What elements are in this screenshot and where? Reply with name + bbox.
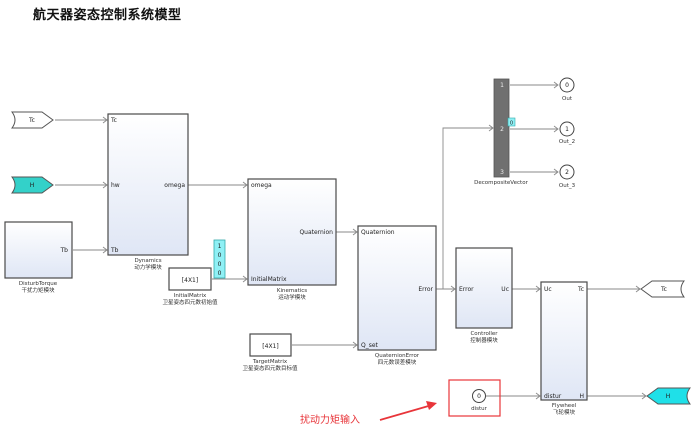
scalar-display: 0: [507, 117, 516, 127]
initial-matrix-caption: InitialMatrix: [174, 293, 207, 299]
page-title: 航天器姿态控制系统模型: [33, 8, 182, 23]
target-matrix-block[interactable]: [4X1]: [249, 333, 292, 357]
kinematics-caption: Kinematics: [277, 288, 307, 294]
dynamics-port-tc: Tc: [110, 117, 117, 124]
display-value: 0: [218, 252, 222, 259]
qerror-port-quaternion: Quaternion: [361, 229, 395, 236]
arrowhead: [635, 285, 641, 293]
kinematics-port-initialmatrix: InitialMatrix: [251, 276, 287, 283]
goto-h-label: H: [666, 393, 671, 400]
controller-port-error: Error: [459, 286, 474, 293]
outport-name: Out: [562, 96, 573, 102]
arrowhead: [553, 125, 559, 133]
flywheel-caption: Flywheel: [552, 403, 577, 409]
arrowhead: [352, 228, 358, 236]
kinematics-port-omega: omega: [251, 182, 272, 189]
arrowhead: [242, 181, 248, 189]
arrowhead: [553, 81, 559, 89]
arrowhead: [242, 275, 248, 283]
flywheel-port-distur: distur: [544, 393, 562, 400]
flywheel-caption-cn: 飞轮模块: [553, 408, 576, 416]
distur-inport[interactable]: 0: [472, 389, 486, 403]
controller-caption-cn: 控制器模块: [470, 336, 498, 344]
outport-out-2[interactable]: 1: [559, 121, 575, 137]
from-tc-label: Tc: [28, 117, 35, 124]
disturb-port-tb: Tb: [60, 247, 69, 254]
quaternion-error-block[interactable]: Quaternion Q_set Error: [357, 225, 437, 351]
wires: [55, 81, 647, 400]
initial-matrix-value: [4X1]: [182, 277, 198, 284]
display-value: 0: [218, 261, 222, 268]
decomp-caption: DecompositeVector: [474, 180, 528, 186]
controller-caption: Controller: [470, 331, 498, 337]
kinematics-port-quaternion: Quaternion: [299, 229, 333, 236]
dynamics-caption-cn: 动力学模块: [134, 263, 162, 271]
goto-tc-label: Tc: [660, 286, 667, 293]
from-h-block[interactable]: H: [11, 176, 54, 194]
outport-num: 1: [565, 126, 569, 133]
display-value: 0: [218, 270, 222, 277]
controller-port-uc: Uc: [501, 286, 509, 293]
dynamics-port-omega: omega: [164, 182, 185, 189]
distur-highlight-box: [448, 379, 501, 417]
flywheel-block[interactable]: Uc distur Tc H: [540, 281, 588, 401]
kinematics-caption-cn: 运动学模块: [278, 293, 306, 301]
disturb-caption-cn: 干扰力矩模块: [21, 286, 55, 294]
initial-matrix-block[interactable]: [4X1]: [168, 267, 212, 291]
outport-num: 0: [565, 82, 569, 89]
arrowhead: [102, 116, 108, 124]
decomp-port-3: 3: [500, 169, 504, 176]
arrowhead: [535, 392, 541, 400]
kinematics-block[interactable]: omega InitialMatrix Quaternion: [247, 178, 337, 286]
goto-h-block[interactable]: H: [646, 387, 691, 405]
outport-name: Out_2: [559, 139, 575, 145]
qerror-port-qset: Q_set: [361, 342, 379, 349]
disturb-caption: DisturbTorque: [19, 281, 58, 287]
qerror-caption-cn: 四元数误差模块: [378, 358, 417, 366]
wire-qerror-decomposite[interactable]: [442, 127, 493, 289]
arrowhead: [450, 285, 456, 293]
display-value: 1: [218, 243, 222, 250]
dynamics-port-hw: hw: [111, 182, 120, 189]
arrowhead: [535, 285, 541, 293]
disturb-torque-block[interactable]: Tb: [4, 221, 73, 279]
qerror-caption: QuaternionError: [375, 353, 420, 359]
annotation-text: 扰动力矩输入: [300, 413, 360, 426]
from-tc-block[interactable]: Tc: [11, 111, 54, 129]
arrowhead: [553, 168, 559, 176]
target-matrix-caption: TargetMatrix: [252, 359, 288, 365]
target-matrix-caption-cn: 卫星姿态四元数目标值: [242, 364, 298, 372]
dynamics-port-tb: Tb: [110, 247, 119, 254]
arrowhead: [102, 181, 108, 189]
initial-matrix-caption-cn: 卫星姿态四元数初始值: [162, 298, 218, 306]
decomp-port-2: 2: [500, 126, 504, 133]
scalar-display-value: 0: [510, 121, 513, 127]
flywheel-port-h: H: [579, 393, 584, 400]
distur-inport-num: 0: [477, 393, 481, 400]
arrowhead: [352, 341, 358, 349]
outport-out[interactable]: 0: [559, 77, 575, 93]
flywheel-port-tc: Tc: [577, 286, 584, 293]
goto-tc-block[interactable]: Tc: [640, 280, 685, 298]
arrowhead: [102, 246, 108, 254]
dynamics-caption: Dynamics: [134, 258, 161, 264]
flywheel-port-uc: Uc: [544, 286, 552, 293]
outport-num: 2: [565, 169, 569, 176]
dynamics-block[interactable]: Tc hw Tb omega: [107, 113, 189, 256]
outport-out-3[interactable]: 2: [559, 164, 575, 180]
arrowhead: [641, 392, 647, 400]
from-h-label: H: [30, 182, 35, 189]
decomp-port-1: 1: [500, 82, 504, 89]
distur-inport-name: distur: [471, 406, 488, 412]
arrowhead: [488, 124, 494, 132]
target-matrix-value: [4X1]: [262, 343, 278, 350]
decomposite-vector-block[interactable]: 1 2 3: [493, 78, 510, 178]
initial-display: 1 0 0 0: [213, 239, 226, 279]
qerror-port-error: Error: [418, 286, 433, 293]
outport-name: Out_3: [559, 183, 576, 189]
controller-block[interactable]: Error Uc: [455, 247, 513, 329]
annotation-arrow-icon: [379, 401, 437, 421]
